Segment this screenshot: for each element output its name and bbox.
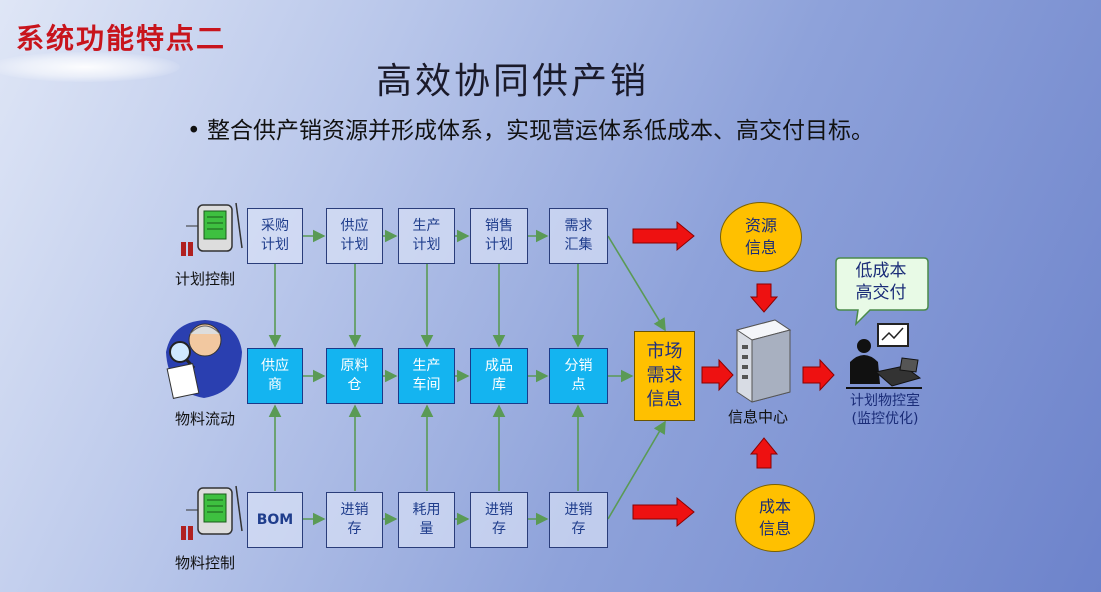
connector-diag-top [607,235,666,332]
box-r2-2: 原料 仓 [326,348,383,404]
box-label: 分销 点 [564,358,593,393]
box-label: 进销 存 [485,502,513,537]
box-r2-4: 成品 库 [470,348,528,404]
section-title: 系统功能特点二 [16,22,227,55]
resource-info-circle: 资源 信息 [720,202,802,272]
red-arrow-bottom [632,496,695,528]
market-demand-box: 市场 需求 信息 [634,331,695,421]
red-arrow-top [632,220,695,252]
box-label: BOM [256,511,294,528]
red-arrow-up-to-server [749,437,779,469]
row-label-plan: 计划控制 [175,270,236,288]
box-label: 供应 计划 [340,218,369,253]
server-icon [735,319,792,403]
market-demand-label: 市场 需求 信息 [646,341,683,410]
box-label: 需求 汇集 [564,218,593,253]
box-label: 耗用 量 [412,502,441,537]
box-label: 进销 存 [340,502,369,537]
red-arrow-to-room [802,358,835,392]
box-r1-2: 供应 计划 [326,208,383,264]
row-label-material-flow: 物料流动 [175,410,236,428]
box-label: 采购 计划 [261,218,289,253]
cost-info-label: 成本 信息 [758,497,791,538]
box-r3-2: 进销 存 [326,492,383,548]
bullet-point: • 整合供产销资源并形成体系，实现营运体系低成本、高交付目标。 [187,119,887,144]
title-glow [0,52,180,82]
control-room-label: 计划物控室 (监控优化) [840,392,930,428]
box-r1-3: 生产 计划 [398,208,455,264]
box-r3-1: BOM [247,492,303,548]
inspector-person-icon [166,320,242,399]
box-r2-3: 生产 车间 [398,348,455,404]
box-label: 生产 计划 [412,218,441,253]
row-label-material-control: 物料控制 [175,554,236,572]
control-room-icon [846,323,922,389]
handheld-icon-top [181,202,243,256]
resource-info-label: 资源 信息 [744,216,777,257]
box-label: 原料 仓 [340,358,369,393]
box-r1-4: 销售 计划 [470,208,528,264]
box-r2-1: 供应 商 [247,348,303,404]
bullet-text: 整合供产销资源并形成体系，实现营运体系低成本、高交付目标。 [207,118,874,144]
box-label: 销售 计划 [485,218,513,253]
bullet-dot: • [187,118,201,144]
box-r3-3: 耗用 量 [398,492,455,548]
box-label: 供应 商 [261,358,289,393]
handheld-icon-bottom [181,485,243,540]
control-room-line2: (监控优化) [851,411,919,427]
box-r1-1: 采购 计划 [247,208,303,264]
speech-bubble [835,257,929,327]
box-r1-5: 需求 汇集 [549,208,608,264]
bubble-line1: 低成本 [855,261,907,281]
red-arrow-down-to-server [749,283,779,313]
bubble-text: 低成本 高交付 [838,260,924,304]
control-room-line1: 计划物控室 [850,393,920,409]
box-label: 成品 库 [485,358,513,393]
box-r3-4: 进销 存 [470,492,528,548]
box-label: 生产 车间 [412,358,441,393]
main-title: 高效协同供产销 [376,61,650,102]
cost-info-circle: 成本 信息 [735,484,815,552]
connector-diag-bottom [607,420,666,520]
info-center-label: 信息中心 [728,408,789,426]
red-arrow-to-server [701,358,734,392]
box-r2-5: 分销 点 [549,348,608,404]
box-label: 进销 存 [564,502,593,537]
box-r3-5: 进销 存 [549,492,608,548]
bubble-line2: 高交付 [855,283,907,303]
